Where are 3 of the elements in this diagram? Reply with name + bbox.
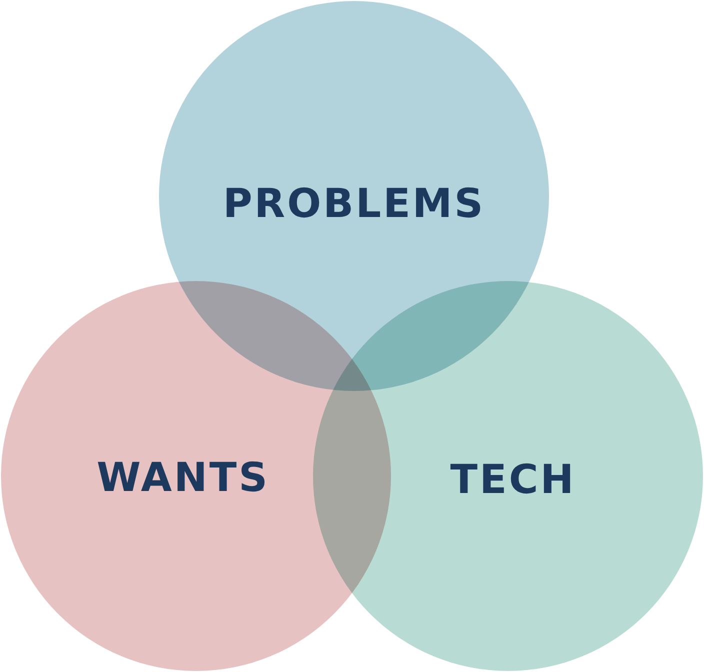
circle-label: PROBLEMS — [222, 181, 486, 227]
circle-label: WANTS — [96, 455, 270, 501]
circle-label: TECH — [450, 457, 576, 503]
